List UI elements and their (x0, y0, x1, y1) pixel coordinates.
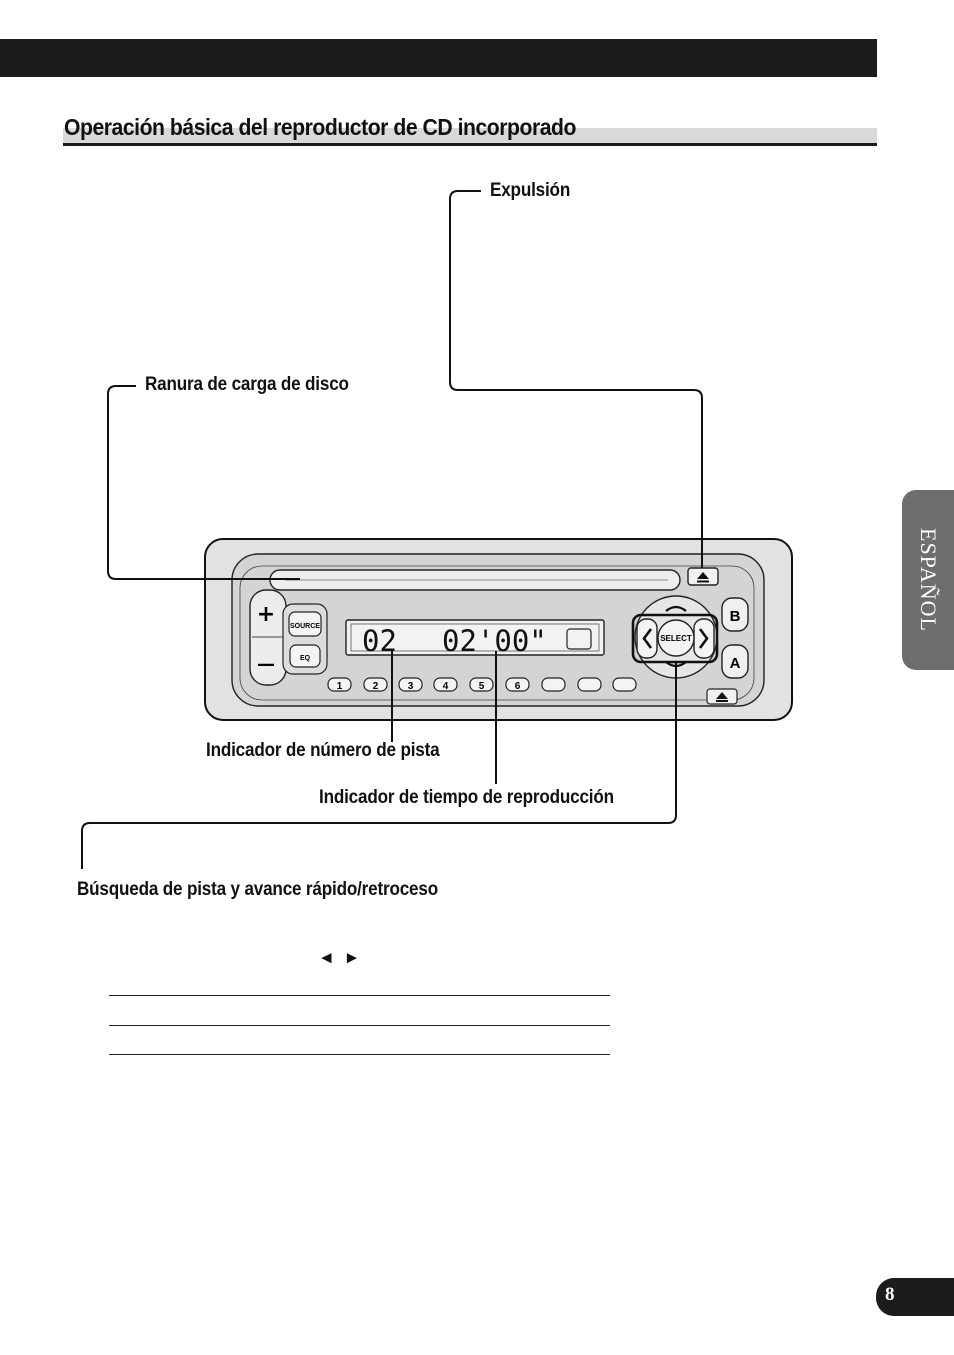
eq-button[interactable]: EQ (289, 644, 321, 668)
display-segment-box (566, 628, 592, 650)
source-button[interactable]: SOURCE (288, 611, 322, 637)
volume-rocker[interactable]: + — (249, 589, 287, 686)
detach-icon (716, 692, 728, 699)
preset-button-2[interactable]: 2 (363, 677, 388, 692)
language-label: ESPAÑOL (916, 528, 941, 632)
band-a-button[interactable]: A (721, 644, 749, 679)
table-rule-top (109, 995, 610, 996)
blank-button-3[interactable] (612, 677, 637, 692)
band-b-label: B (730, 608, 741, 625)
display-play-time: 02'00" (442, 624, 547, 658)
left-arrow-button[interactable] (636, 618, 658, 659)
svg-text:2: 2 (373, 681, 379, 692)
preset-button-6[interactable]: 6 (505, 677, 530, 692)
preset-button-1[interactable]: 1 (327, 677, 352, 692)
preset-buttons: 1 2 3 4 5 6 (327, 677, 637, 692)
control-pad: SELECT (631, 595, 719, 679)
eject-leader-line (449, 190, 703, 568)
chevron-left-icon (642, 628, 653, 649)
band-a-label: A (730, 655, 741, 672)
eq-label: EQ (300, 655, 311, 662)
page-number: 8 (885, 1284, 895, 1305)
preset-button-3[interactable]: 3 (398, 677, 423, 692)
eject-icon (697, 572, 709, 579)
svg-text:6: 6 (515, 681, 521, 692)
heading-band (63, 128, 877, 143)
section-heading: Operación básica del reproductor de CD i… (63, 112, 877, 146)
lcd-display: 02 02'00" (345, 619, 605, 658)
minus-symbol: — (257, 654, 275, 675)
page-title: Operación básica del reproductor de CD i… (64, 114, 576, 140)
svg-text:3: 3 (408, 681, 414, 692)
language-tab: ESPAÑOL (902, 490, 954, 670)
eject-callout: Expulsión (490, 180, 571, 201)
chevron-right-icon (698, 628, 709, 649)
track-search-leader-line (81, 662, 677, 869)
band-b-button[interactable]: B (721, 597, 749, 632)
svg-text:4: 4 (443, 681, 449, 692)
table-rule-bottom (109, 1054, 610, 1055)
top-header-bar (0, 39, 877, 77)
detach-button[interactable] (706, 688, 738, 705)
select-button[interactable]: SELECT (657, 619, 695, 657)
plus-symbol: + (257, 602, 275, 627)
source-label: SOURCE (290, 623, 320, 630)
blank-button-1[interactable] (541, 677, 566, 692)
table-rule-middle (109, 1025, 610, 1026)
track-search-callout: Búsqueda de pista y avance rápido/retroc… (77, 879, 438, 900)
up-arrow-icon[interactable] (665, 605, 687, 612)
page-number-tab: 8 (876, 1278, 954, 1316)
eject-button[interactable] (687, 567, 719, 586)
svg-text:5: 5 (479, 681, 485, 692)
preset-button-4[interactable]: 4 (433, 677, 458, 692)
select-label: SELECT (660, 634, 692, 643)
svg-text:1: 1 (337, 681, 343, 692)
preset-button-5[interactable]: 5 (469, 677, 494, 692)
disc-slot-callout: Ranura de carga de disco (145, 374, 349, 395)
disc-slot-leader-line (107, 385, 300, 580)
track-number-callout: Indicador de número de pista (206, 740, 440, 761)
play-time-callout: Indicador de tiempo de reproducción (319, 787, 614, 808)
left-right-arrows: ◄ ► (318, 948, 363, 967)
blank-button-2[interactable] (577, 677, 602, 692)
right-arrow-button[interactable] (693, 618, 715, 659)
